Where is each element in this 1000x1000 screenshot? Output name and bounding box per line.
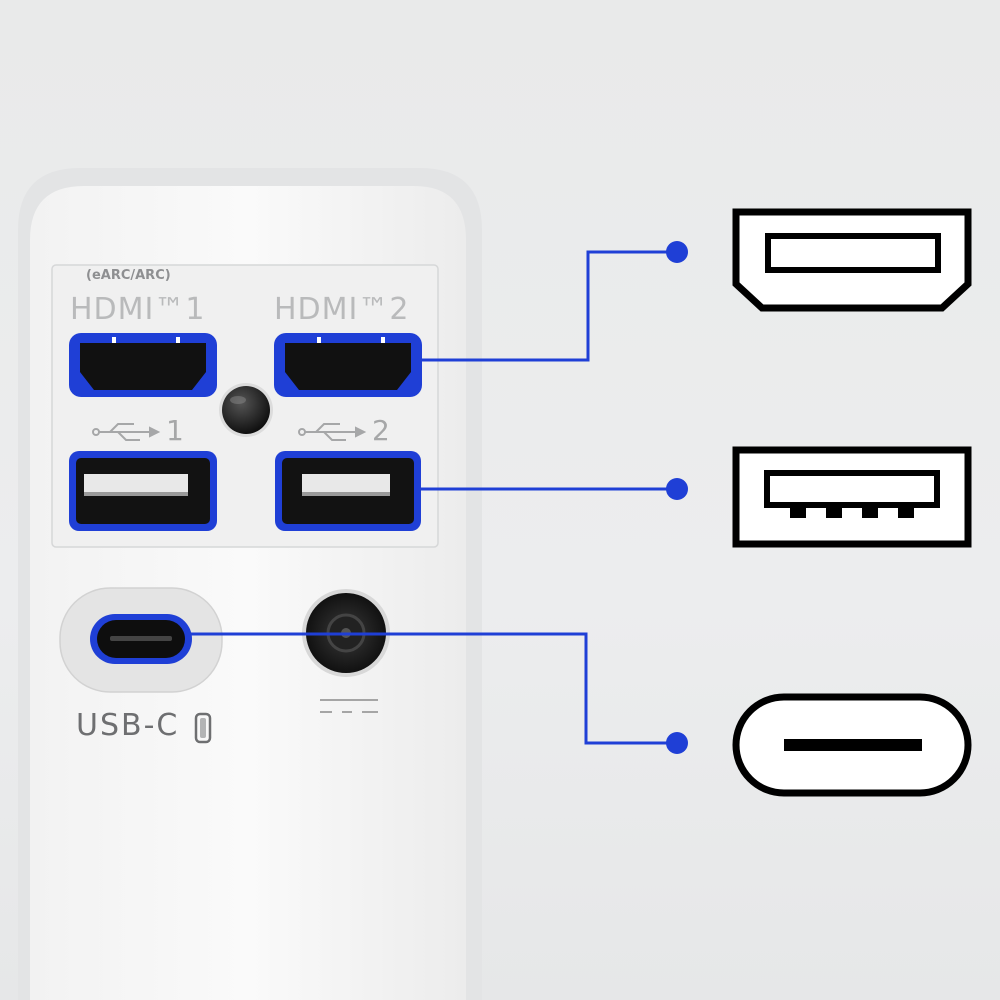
hdmi-port-icon: [732, 208, 972, 312]
usbc-label: USB-C: [76, 708, 180, 743]
callout-dot-usb-a: [666, 478, 688, 500]
usb-a-port-icon: [732, 446, 972, 548]
hdmi2-label: HDMI™2: [274, 292, 410, 327]
earc-arc-label: (eARC/ARC): [86, 268, 171, 283]
usb-a-port-2: [275, 451, 421, 531]
callout-dot-hdmi: [666, 241, 688, 263]
usb-a-port-1: [69, 451, 217, 531]
hdmi2-port: [274, 333, 422, 397]
usb-c-port-icon: [732, 693, 972, 797]
usb2-number: 2: [372, 414, 390, 447]
usb-c-port: [59, 587, 223, 693]
callout-lines: [188, 250, 677, 745]
battery-icon: [194, 712, 212, 744]
usb1-number: 1: [166, 414, 184, 447]
round-button: [219, 383, 273, 437]
hdmi1-label: HDMI™1: [70, 292, 206, 327]
usb1-symbol-icon: [92, 423, 161, 441]
callout-dot-usb-c: [666, 732, 688, 754]
usb2-symbol-icon: [298, 423, 367, 441]
hdmi1-port: [69, 333, 217, 397]
